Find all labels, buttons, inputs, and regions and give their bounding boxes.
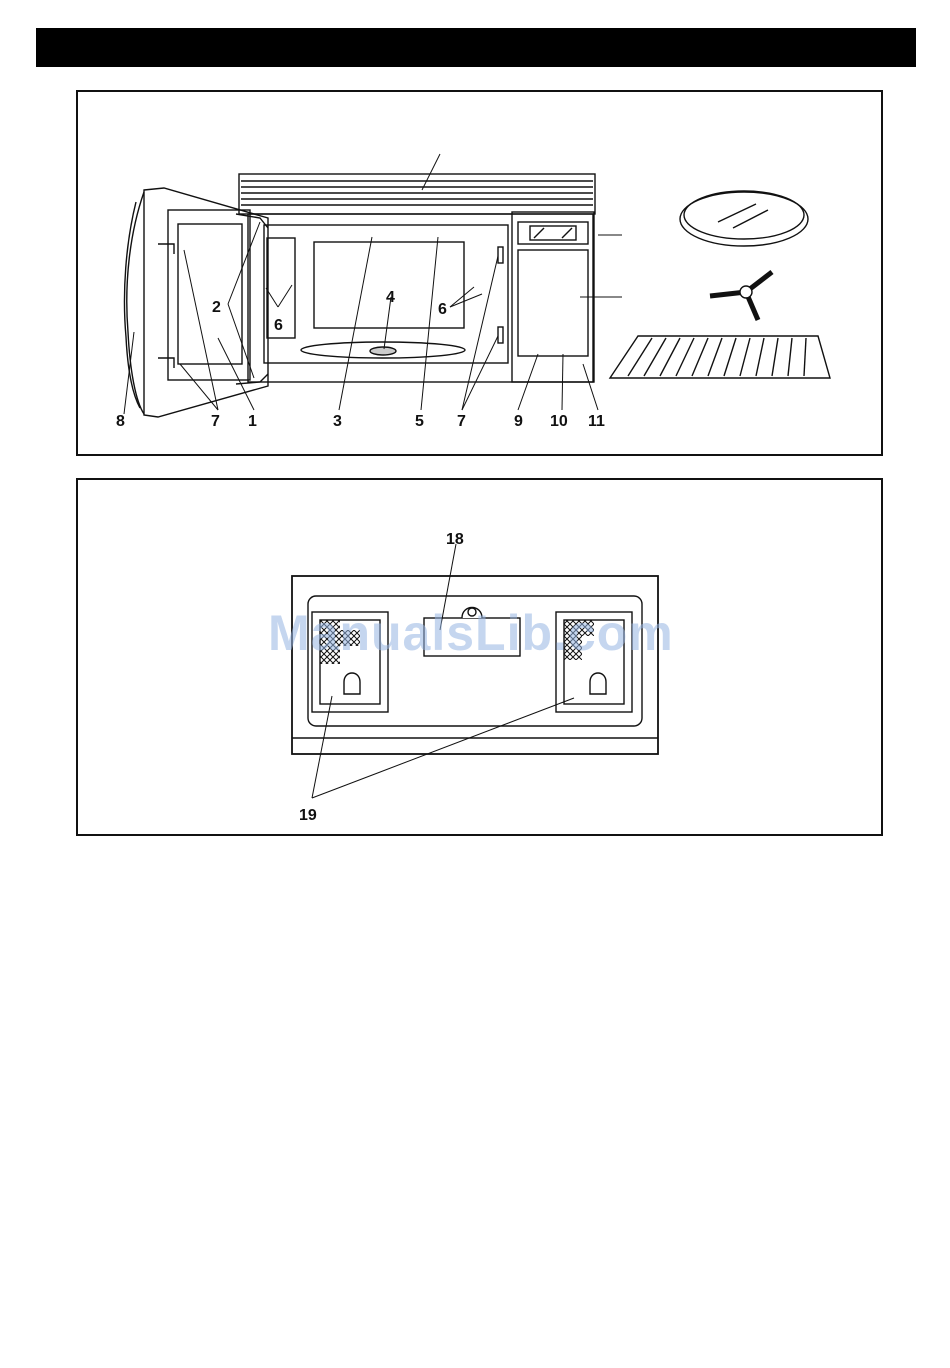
callout-6-right: 6 <box>438 301 447 318</box>
callout-7-left: 7 <box>211 413 220 430</box>
glass-tray <box>680 191 808 246</box>
header-bar <box>36 28 916 67</box>
callout-8: 8 <box>116 413 125 430</box>
callout-2: 2 <box>212 299 221 316</box>
microwave-front-diagram: 2 4 6 6 8 7 1 3 5 7 9 10 11 <box>78 92 885 458</box>
bottom-housing <box>292 576 658 754</box>
open-door <box>124 188 268 417</box>
callout-11: 11 <box>588 413 605 430</box>
roller-ring <box>710 272 772 320</box>
watermark: ManualsLib.com <box>268 604 698 662</box>
callout-10: 10 <box>550 413 568 430</box>
callout-7-right: 7 <box>457 413 466 430</box>
callout-1: 1 <box>248 413 257 430</box>
callout-18: 18 <box>446 531 464 548</box>
callout-4: 4 <box>386 289 395 306</box>
callout-3: 3 <box>333 413 342 430</box>
wire-rack <box>610 336 830 378</box>
callout-6-left: 6 <box>274 317 283 334</box>
callout-19: 19 <box>299 807 317 824</box>
callout-9: 9 <box>514 413 523 430</box>
leader-lines-2 <box>312 544 574 798</box>
figure-1-panel: 2 4 6 6 8 7 1 3 5 7 9 10 11 <box>76 90 883 456</box>
callout-5: 5 <box>415 413 424 430</box>
vent-grille <box>239 174 595 214</box>
microwave-body <box>248 212 594 382</box>
